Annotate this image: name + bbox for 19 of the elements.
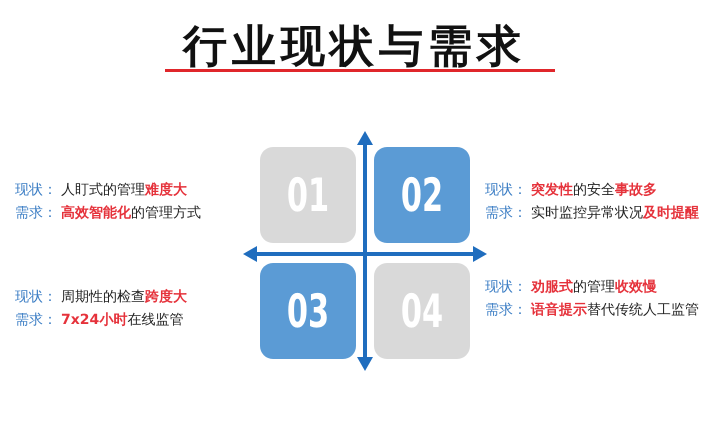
row-label: 需求： xyxy=(15,204,57,222)
description-text: 7x24小时在线监管 xyxy=(61,311,184,329)
number-tile: 02 xyxy=(374,147,470,243)
description-text: 周期性的检查跨度大 xyxy=(61,288,187,306)
row-label: 现状： xyxy=(485,278,527,296)
row-label: 现状： xyxy=(485,181,527,199)
description-text: 实时监控异常状况及时提醒 xyxy=(531,204,699,222)
row-label: 需求： xyxy=(485,204,527,222)
description-text: 劝服式的管理收效慢 xyxy=(531,278,657,296)
description-text: 语音提示替代传统人工监管 xyxy=(531,301,699,319)
number-tile: 03 xyxy=(260,263,356,359)
description-text: 高效智能化的管理方式 xyxy=(61,204,201,222)
description-text: 人盯式的管理难度大 xyxy=(61,181,187,199)
row-label: 需求： xyxy=(15,311,57,329)
row-label: 现状： xyxy=(15,181,57,199)
row-label: 现状： xyxy=(15,288,57,306)
description-text: 突发性的安全事故多 xyxy=(531,181,657,199)
row-label: 需求： xyxy=(485,301,527,319)
title: 行业现状与需求 xyxy=(183,25,526,69)
